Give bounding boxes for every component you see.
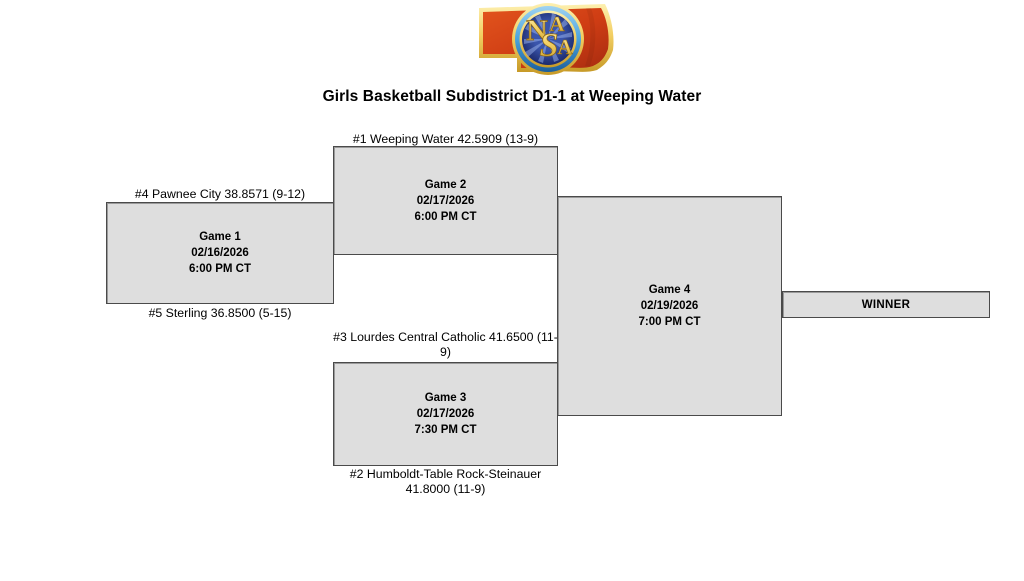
page-title: Girls Basketball Subdistrict D1-1 at Wee… [322, 88, 702, 105]
seed-label-game2-top: #1 Weeping Water 42.5909 (13-9) [352, 132, 539, 146]
game4-date: 02/19/2026 [640, 300, 699, 312]
game1-name: Game 1 [199, 231, 241, 243]
winner-box[interactable]: WINNER [782, 291, 990, 318]
game2-time: 6:00 PM CT [414, 210, 477, 223]
seed-label-game1-top: #4 Pawnee City 38.8571 (9-12) [134, 187, 306, 201]
logo-letter-n: N [526, 14, 548, 47]
game-box-game1[interactable]: Game 1 02/16/2026 6:00 PM CT [106, 202, 334, 304]
seed-label-game3-bottom: #2 Humboldt-Table Rock-Steinauer 41.8000… [349, 467, 542, 496]
game3-time: 7:30 PM CT [414, 424, 477, 436]
logo-letter-a2: A [557, 35, 573, 59]
game-box-game3[interactable]: Game 3 02/17/2026 7:30 PM CT [333, 362, 558, 466]
game-box-game4[interactable]: Game 4 02/19/2026 7:00 PM CT [557, 196, 782, 416]
game-box-game2[interactable]: Game 2 02/17/2026 6:00 PM CT [333, 146, 558, 255]
game1-details: Game 1 02/16/2026 6:00 PM CT [189, 229, 251, 277]
nsaa-logo: N A S A [473, 0, 623, 80]
game4-time: 7:00 PM CT [638, 316, 701, 328]
winner-label: WINNER [861, 298, 911, 311]
logo-letter-s: S [540, 27, 559, 64]
game2-details: Game 2 02/17/2026 6:00 PM CT [415, 177, 477, 225]
game3-details: Game 3 02/17/2026 7:30 PM CT [415, 390, 477, 438]
logo-letter-a1: A [549, 12, 565, 36]
nsaa-logo-graphic: N A S A [479, 3, 614, 75]
game4-name: Game 4 [648, 284, 691, 296]
seed-label-game1-bottom: #5 Sterling 36.8500 (5-15) [148, 306, 292, 320]
game2-name: Game 2 [424, 178, 467, 191]
game4-details: Game 4 02/19/2026 7:00 PM CT [639, 282, 701, 330]
game1-time: 6:00 PM CT [189, 263, 251, 275]
game3-date: 02/17/2026 [416, 408, 475, 420]
game3-name: Game 3 [424, 392, 467, 404]
nsaa-circle-emblem: N A S A [512, 3, 584, 75]
game2-date: 02/17/2026 [416, 194, 475, 207]
seed-label-game3-top: #3 Lourdes Central Catholic 41.6500 (11-… [333, 330, 558, 359]
game1-date: 02/16/2026 [191, 247, 249, 259]
